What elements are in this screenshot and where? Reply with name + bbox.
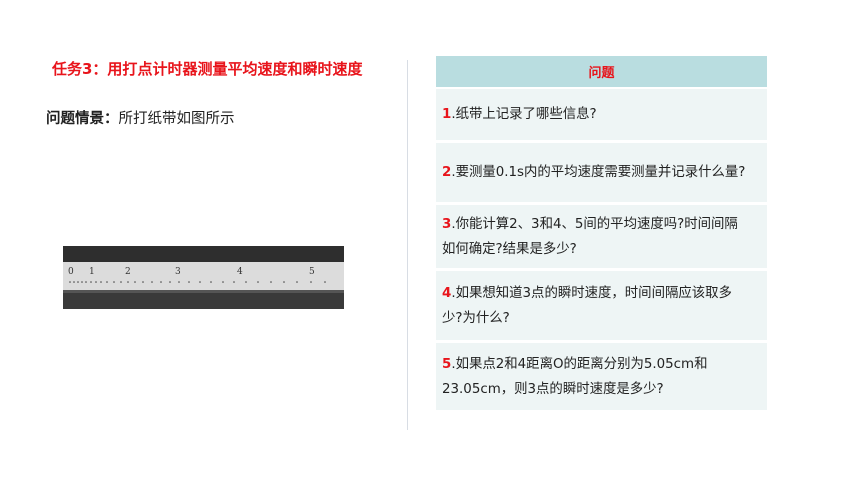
tape-dot: [169, 281, 171, 283]
tape-dot: [100, 281, 102, 283]
question-row: 1.纸带上记录了哪些信息?: [436, 89, 767, 143]
tape-dot: [120, 281, 122, 283]
question-text: .如果点2和4距离O的距离分别为5.05cm和: [451, 356, 708, 372]
tape-number-label: 0: [68, 267, 74, 277]
tape-dot: [257, 281, 259, 283]
tape-shadow: [63, 290, 344, 293]
tape-dot: [134, 281, 136, 283]
tape-dot: [73, 281, 75, 283]
tape-dot: [324, 281, 326, 283]
questions-table: 问题 1.纸带上记录了哪些信息? 2.要测量0.1s内的平均速度需要测量并记录什…: [436, 56, 767, 413]
question-row: 4.如果想知道3点的瞬时速度，时间间隔应该取多 少?为什么?: [436, 271, 767, 343]
question-text-cont: 如何确定?结果是多少?: [442, 241, 577, 257]
tape-dot: [270, 281, 272, 283]
tape-dot: [85, 281, 87, 283]
tape-number-label: 2: [125, 267, 131, 277]
tape-dot: [188, 281, 190, 283]
tape-number-label: 4: [237, 267, 243, 277]
question-text-cont: 少?为什么?: [442, 310, 510, 326]
tape-dot: [245, 281, 247, 283]
tape-dot: [296, 281, 298, 283]
scenario-line: 问题情景：所打纸带如图所示: [46, 107, 235, 128]
tape-dot: [127, 281, 129, 283]
tape-number-label: 3: [175, 267, 181, 277]
paper-tape-image: 0 1 2 3 4 5: [63, 246, 344, 309]
tape-dot: [222, 281, 224, 283]
question-row: 3.你能计算2、3和4、5间的平均速度吗?时间间隔 如何确定?结果是多少?: [436, 205, 767, 271]
paper-strip: [63, 262, 344, 291]
scenario-label: 问题情景：: [46, 111, 119, 127]
tape-dot: [69, 281, 71, 283]
tape-dot: [160, 281, 162, 283]
question-text-cont: 23.05cm，则3点的瞬时速度是多少?: [442, 381, 664, 397]
question-row: 2.要测量0.1s内的平均速度需要测量并记录什么量?: [436, 143, 767, 205]
tape-dot: [95, 281, 97, 283]
question-text: .要测量0.1s内的平均速度需要测量并记录什么量?: [451, 165, 746, 180]
question-row: 5.如果点2和4距离O的距离分别为5.05cm和 23.05cm，则3点的瞬时速…: [436, 343, 767, 413]
question-text: .如果想知道3点的瞬时速度，时间间隔应该取多: [451, 285, 732, 301]
tape-number-label: 5: [309, 267, 315, 277]
questions-table-header: 问题: [436, 56, 767, 89]
tape-dot: [90, 281, 92, 283]
question-number: 2: [442, 165, 452, 180]
scenario-text: 所打纸带如图所示: [118, 111, 235, 127]
question-number: 3: [442, 216, 452, 232]
question-text: .纸带上记录了哪些信息?: [451, 107, 597, 122]
question-number: 4: [442, 285, 452, 301]
column-divider: [407, 60, 408, 430]
question-number: 5: [442, 356, 452, 372]
tape-marks: 0 1 2 3 4 5: [68, 267, 326, 283]
tape-dot: [178, 281, 180, 283]
question-text: .你能计算2、3和4、5间的平均速度吗?时间间隔: [451, 216, 738, 232]
tape-dot: [283, 281, 285, 283]
tape-dot: [113, 281, 115, 283]
tape-dot: [199, 281, 201, 283]
question-number: 1: [442, 107, 452, 122]
tape-dot: [310, 281, 312, 283]
tape-dot: [81, 281, 83, 283]
tape-dot: [142, 281, 144, 283]
tape-dot: [210, 281, 212, 283]
task-title: 任务3：用打点计时器测量平均速度和瞬时速度: [52, 60, 363, 78]
tape-dot: [77, 281, 79, 283]
tape-number-label: 1: [89, 267, 95, 277]
tape-dot: [233, 281, 235, 283]
tape-dot: [106, 281, 108, 283]
tape-dot: [151, 281, 153, 283]
tape-upper-band: [63, 246, 344, 262]
